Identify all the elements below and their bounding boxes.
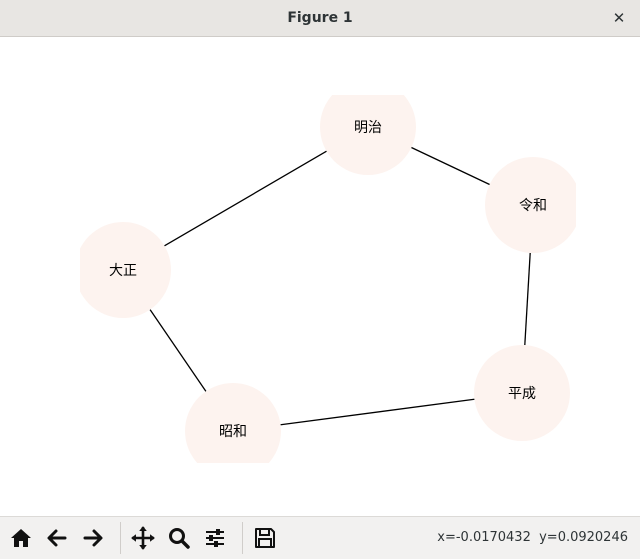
window-title: Figure 1 xyxy=(287,10,353,26)
magnifier-icon xyxy=(169,528,190,549)
home-icon xyxy=(11,529,31,547)
edge-taisho-meiji xyxy=(164,150,327,247)
pan-button[interactable] xyxy=(128,523,158,553)
figure-canvas[interactable]: 明治令和平成昭和 大正 xyxy=(0,37,640,516)
home-button[interactable] xyxy=(6,523,36,553)
title-bar: Figure 1 ✕ xyxy=(0,0,640,37)
node-showa xyxy=(185,383,281,463)
arrow-left-icon xyxy=(47,529,67,547)
node-label-showa: 昭和 xyxy=(219,424,247,440)
edge-meiji-reiwa xyxy=(411,146,490,186)
move-icon xyxy=(131,526,155,550)
configure-button[interactable] xyxy=(200,523,230,553)
node-label-reiwa: 令和 xyxy=(519,198,547,214)
close-button[interactable]: ✕ xyxy=(610,9,628,27)
node-label-meiji: 明治 xyxy=(354,120,382,136)
nodes-layer xyxy=(80,95,576,463)
node-heisei xyxy=(474,345,570,441)
forward-button[interactable] xyxy=(78,523,108,553)
node-label-taisho: 大正 xyxy=(109,263,137,279)
node-reiwa xyxy=(485,157,576,253)
floppy-icon xyxy=(255,528,275,548)
back-button[interactable] xyxy=(42,523,72,553)
toolbar-separator xyxy=(120,522,121,554)
edge-showa-taisho xyxy=(149,309,207,392)
navigation-toolbar: x=-0.0170432 y=0.0920246 xyxy=(0,516,640,559)
node-meiji xyxy=(320,95,416,175)
edge-heisei-showa xyxy=(280,398,475,426)
arrow-right-icon xyxy=(83,529,103,547)
close-icon: ✕ xyxy=(612,9,626,27)
node-taisho xyxy=(80,222,171,318)
save-button[interactable] xyxy=(250,523,280,553)
zoom-button[interactable] xyxy=(164,523,194,553)
sliders-icon xyxy=(206,529,224,547)
toolbar-separator xyxy=(242,522,243,554)
edge-reiwa-heisei xyxy=(524,252,531,346)
node-label-heisei: 平成 xyxy=(508,386,536,402)
edges-layer xyxy=(149,146,531,426)
cursor-coordinates: x=-0.0170432 y=0.0920246 xyxy=(437,530,628,545)
